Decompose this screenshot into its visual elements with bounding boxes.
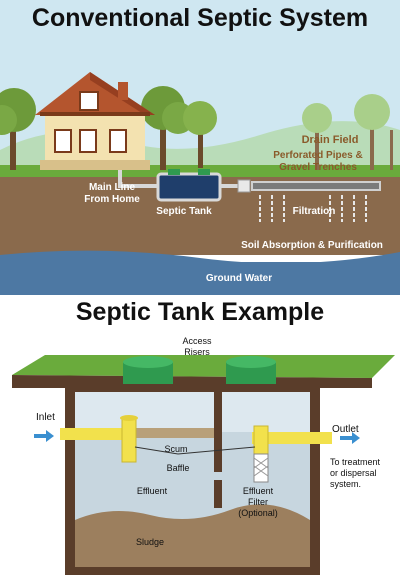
- treatment-label-line1: To treatment: [330, 457, 381, 467]
- conventional-system-title: Conventional Septic System: [31, 4, 369, 32]
- tank-example-title: Septic Tank Example: [75, 298, 325, 326]
- inlet-pipe: [60, 428, 130, 440]
- inlet-baffle-tee: [121, 417, 137, 463]
- effluent-filter-label-line2: Filter: [248, 497, 268, 507]
- treatment-label-line3: system.: [330, 479, 361, 489]
- main-line-label-line1: Main Line: [89, 182, 136, 193]
- effluent-filter-label-line3: (Optional): [238, 508, 278, 518]
- perforated-label-line2: Gravel Trenches: [279, 162, 357, 173]
- tree-far-right: [302, 94, 393, 170]
- outlet-label: Outlet: [332, 424, 359, 435]
- tree-middle: [141, 86, 217, 170]
- soil-absorption-label: Soil Absorption & Purification: [241, 240, 383, 251]
- scum-layer: [75, 428, 220, 438]
- outlet-arrow-icon: [340, 432, 360, 444]
- outlet-tee: [253, 425, 269, 455]
- conventional-system-illustration: Drain Field Perforated Pipes & Gravel Tr…: [0, 0, 400, 295]
- house: [35, 72, 155, 170]
- outlet-pipe: [252, 432, 332, 444]
- treatment-label-line2: or dispersal: [330, 468, 377, 478]
- septic-tank-label: Septic Tank: [156, 206, 212, 217]
- access-risers-label-line2: Risers: [184, 347, 210, 357]
- sludge-layer: [75, 504, 310, 567]
- baffle-label: Baffle: [167, 463, 190, 473]
- ground-water-label: Ground Water: [206, 273, 272, 284]
- inlet-label: Inlet: [36, 412, 55, 423]
- grass-surface: [12, 355, 395, 378]
- effluent-filter-label-line1: Effluent: [243, 486, 274, 496]
- effluent-label: Effluent: [137, 486, 168, 496]
- scum-label: Scum: [164, 444, 187, 454]
- drain-field: [251, 181, 381, 222]
- baffle-wall: [214, 392, 222, 472]
- filtration-label: Filtration: [293, 206, 336, 217]
- tree-left: [0, 88, 36, 170]
- drain-field-label: Drain Field: [302, 134, 359, 146]
- access-riser-left: [123, 356, 173, 384]
- inlet-arrow-icon: [34, 430, 54, 442]
- main-line-pipe: [118, 170, 160, 188]
- access-risers-label-line1: Access: [182, 336, 212, 346]
- access-riser-right: [226, 356, 276, 384]
- sludge-label: Sludge: [136, 537, 164, 547]
- distribution-box: [237, 179, 251, 193]
- ground-edge: [12, 375, 372, 388]
- main-line-label-line2: From Home: [84, 194, 140, 205]
- perforated-label-line1: Perforated Pipes &: [273, 150, 362, 161]
